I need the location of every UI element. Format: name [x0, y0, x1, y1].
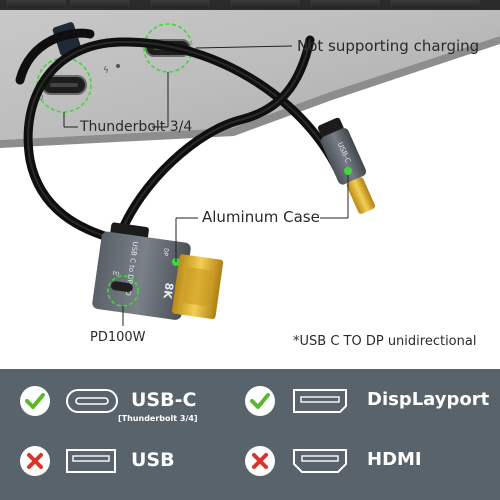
- hdmi-port-icon: [293, 449, 347, 478]
- compat-row-1: USB-C [Thunderbolt 3/4] DispLayport: [0, 377, 500, 427]
- hdmi-label: HDMI: [367, 449, 422, 470]
- callout-aluminum-case: Aluminum Case: [202, 208, 320, 226]
- dp-connector: USB C to DP/PD 8K DP PD: [92, 222, 224, 320]
- dp-mark-text: DP: [161, 247, 169, 257]
- product-photo: ⏻ ϟ USB-C USB C to DP/PD 8K DP PD: [0, 0, 500, 326]
- usb-a-port-icon: [66, 449, 116, 478]
- usb-c-label: USB-C: [131, 389, 197, 411]
- check-icon: [20, 386, 50, 416]
- callout-not-charging: Not supporting charging: [297, 37, 480, 55]
- usb-c-sublabel: [Thunderbolt 3/4]: [118, 414, 198, 423]
- displayport-port-icon: [293, 389, 347, 418]
- callout-thunderbolt: Thunderbolt 3/4: [80, 119, 193, 135]
- note-unidirectional: *USB C TO DP unidirectional: [293, 334, 477, 349]
- svg-text:ϟ: ϟ: [103, 66, 109, 76]
- laptop-keyboard: [0, 0, 500, 10]
- usb-c-port-icon: [66, 389, 118, 418]
- usb-label: USB: [131, 449, 175, 471]
- dp-badge-text: 8K: [161, 282, 176, 300]
- compat-row-2: USB HDMI: [0, 437, 500, 487]
- compatibility-panel: USB-C [Thunderbolt 3/4] DispLayport USB …: [0, 369, 500, 500]
- usb-c-plug: USB-C: [317, 117, 376, 214]
- check-icon: [245, 386, 275, 416]
- pd-mark-text: PD: [112, 271, 120, 278]
- cross-icon: [245, 446, 275, 476]
- cross-icon: [20, 446, 50, 476]
- laptop-body: [0, 0, 500, 140]
- displayport-label: DispLayport: [367, 389, 490, 410]
- callout-pd100w: PD100W: [90, 330, 146, 345]
